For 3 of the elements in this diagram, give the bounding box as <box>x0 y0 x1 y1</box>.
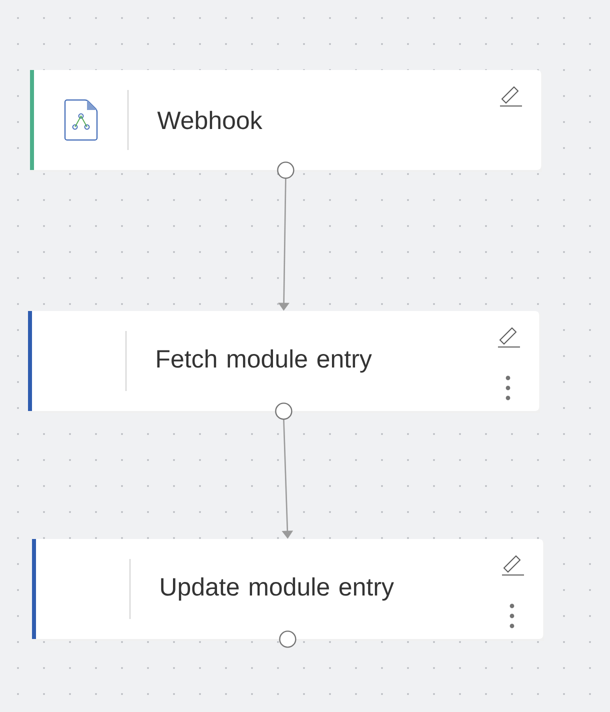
step-card: Update module entry <box>32 539 544 639</box>
step-card: Fetch module entry <box>28 311 540 411</box>
step-card: Webhook <box>30 70 542 170</box>
